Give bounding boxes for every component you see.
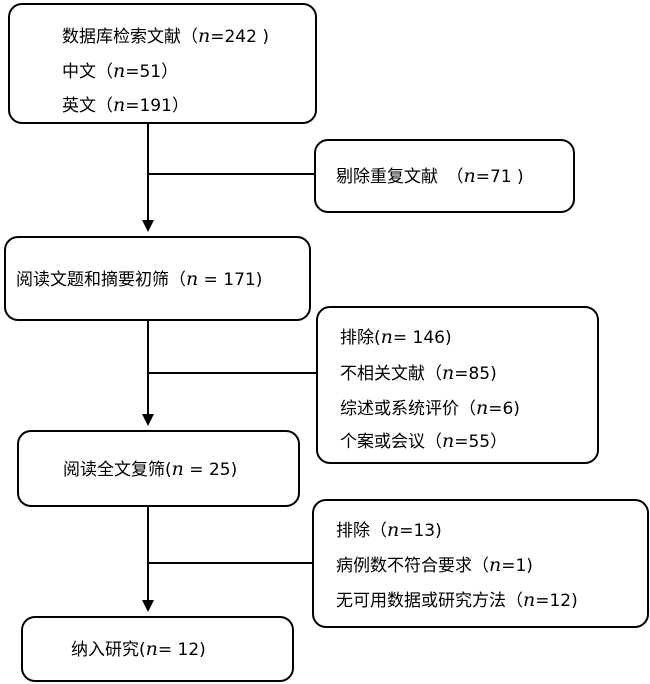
exclusion1-total-line: 排除(n= 146) bbox=[340, 326, 452, 348]
search-english-line: 英文（n=191） bbox=[62, 94, 189, 116]
exclusion-box-2: 排除（n=13) 病例数不符合要求（n=1) 无可用数据或研究方法（n=12) bbox=[312, 499, 649, 628]
included-line: 纳入研究(n= 12) bbox=[71, 638, 206, 660]
exclusion2-total-line: 排除（n=13) bbox=[336, 519, 442, 541]
exclusion2-data-line: 无可用数据或研究方法（n=12) bbox=[336, 589, 578, 611]
duplicates-line: 剔除重复文献 （n=71 ) bbox=[336, 165, 524, 187]
search-total-line: 数据库检索文献（n=242 ) bbox=[62, 25, 269, 47]
title-abstract-screen-box: 阅读文题和摘要初筛（n = 171) bbox=[4, 236, 311, 321]
included-box: 纳入研究(n= 12) bbox=[21, 616, 294, 682]
exclusion2-cases-line: 病例数不符合要求（n=1) bbox=[336, 554, 533, 576]
search-chinese-line: 中文（n=51） bbox=[62, 60, 179, 82]
fulltext-screen-line: 阅读全文复筛(n = 25) bbox=[63, 458, 238, 480]
exclusion1-review-line: 综述或系统评价（n=6) bbox=[340, 397, 520, 419]
title-abstract-screen-line: 阅读文题和摘要初筛（n = 171) bbox=[16, 268, 263, 290]
exclusion1-irrelevant-line: 不相关文献（n=85) bbox=[340, 362, 497, 384]
duplicates-box: 剔除重复文献 （n=71 ) bbox=[314, 139, 575, 213]
fulltext-screen-box: 阅读全文复筛(n = 25) bbox=[17, 430, 300, 507]
search-box: 数据库检索文献（n=242 ) 中文（n=51） 英文（n=191） bbox=[8, 3, 317, 124]
exclusion1-case-line: 个案或会议（n=55） bbox=[340, 430, 508, 452]
exclusion-box-1: 排除(n= 146) 不相关文献（n=85) 综述或系统评价（n=6) 个案或会… bbox=[316, 306, 599, 464]
